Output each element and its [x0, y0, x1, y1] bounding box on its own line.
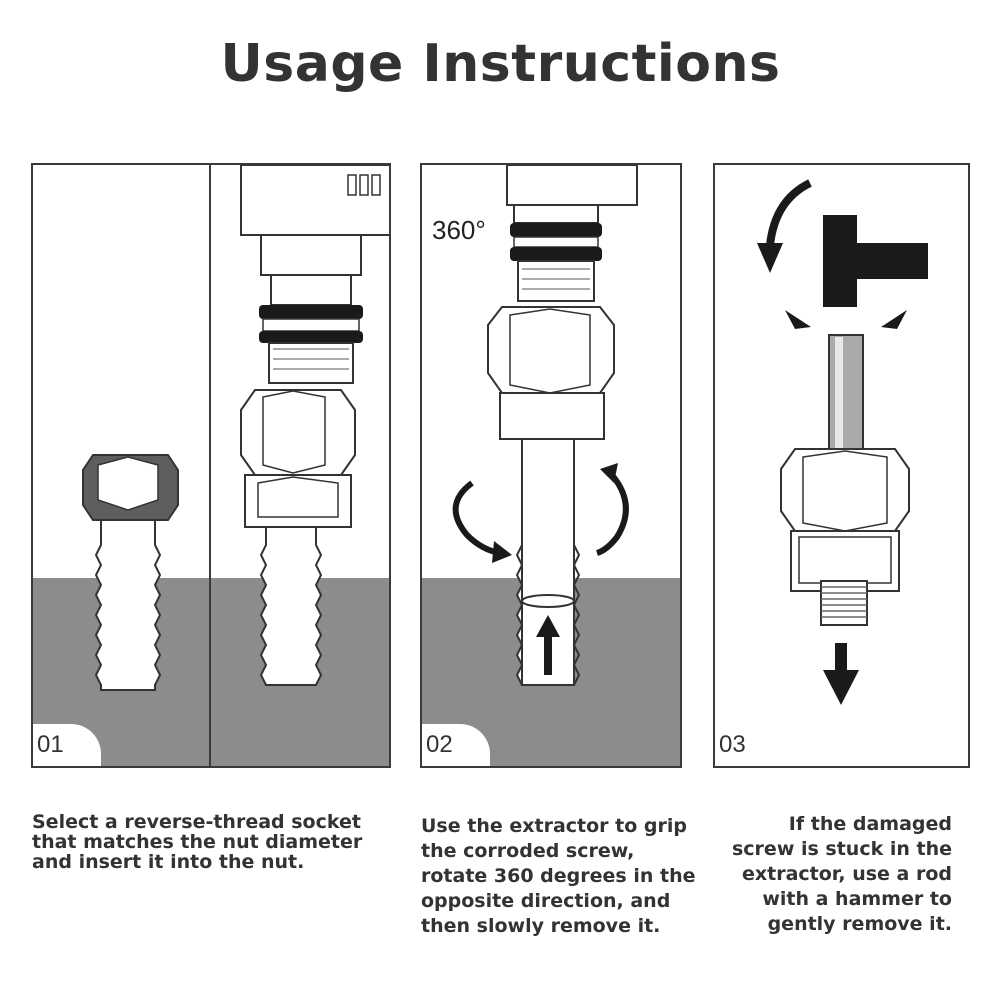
- rod-icon: [828, 334, 864, 456]
- step-number-badge: 02: [422, 724, 490, 766]
- step-number-badge: 01: [33, 724, 101, 766]
- rotate-arrow-icon: [452, 463, 629, 563]
- step-1-illustration: [33, 165, 389, 766]
- socket-icon: [487, 306, 615, 440]
- down-arrow-icon: [823, 643, 859, 705]
- bolt-left: [94, 519, 162, 691]
- hammer-icon: [823, 215, 928, 307]
- hex-nut-icon: [82, 454, 179, 521]
- step-2-caption: Use the extractor to grip the corroded s…: [421, 815, 696, 937]
- rotation-label: 360°: [432, 215, 486, 245]
- step-3-caption: If the damaged screw is stuck in the ext…: [731, 813, 952, 935]
- extractor-bit: [515, 438, 581, 686]
- drill-chuck-icon: [240, 165, 389, 384]
- socket-icon: [780, 448, 910, 592]
- impact-marks: [785, 310, 907, 329]
- step-1-panel: 01: [31, 163, 391, 768]
- step-number-badge: 03: [715, 724, 783, 766]
- step-3-panel: 03: [713, 163, 970, 768]
- bolt-right: [259, 519, 323, 686]
- step-3-illustration: [757, 179, 928, 705]
- up-arrow-icon: [536, 615, 560, 675]
- rotate-arrow-icon: [757, 179, 812, 273]
- drill-chuck-icon: [506, 165, 638, 302]
- step-2-panel: 360° 02: [420, 163, 682, 768]
- step-2-illustration: [422, 165, 680, 766]
- page-title: Usage Instructions: [220, 34, 781, 94]
- step-1-caption: Select a reverse-thread socket that matc…: [32, 811, 363, 873]
- damaged-screw: [820, 580, 868, 626]
- socket-icon: [240, 389, 356, 528]
